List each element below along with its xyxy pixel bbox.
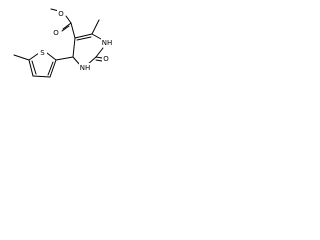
bond-c4-thiophene bbox=[55, 56, 74, 61]
bond-thiophene-c5-s bbox=[28, 52, 40, 61]
o-methoxy-label: O bbox=[58, 10, 64, 18]
bond-c2-o bbox=[95, 56, 103, 59]
bond-thiophene-c3-c4 bbox=[32, 75, 51, 78]
o-urea-label: O bbox=[103, 55, 109, 63]
n-top-bg bbox=[101, 38, 114, 47]
bond-thiophene-s-c2 bbox=[46, 52, 57, 61]
bond-c6-n1 bbox=[91, 33, 102, 40]
bond-thiophene-c4-c5-double bbox=[31, 60, 37, 75]
o-urea-bg bbox=[102, 54, 110, 62]
n-bottom-bg bbox=[79, 63, 92, 72]
o-methoxy-bg bbox=[57, 9, 65, 17]
bond-thiophene-c2-c3 bbox=[49, 59, 57, 78]
bond-thiophene-methyl bbox=[13, 54, 30, 61]
n-top-label: NH bbox=[102, 39, 113, 47]
s-thiophene-bg bbox=[38, 48, 47, 57]
bond-carbonyl-co-a bbox=[62, 22, 72, 30]
o-carbonyl-bg bbox=[52, 28, 60, 36]
n-bottom-label: NH bbox=[80, 64, 91, 72]
bond-carbonyl-co-b bbox=[61, 25, 70, 32]
bond-n1-c2 bbox=[95, 47, 104, 58]
bond-c2-o-double bbox=[95, 59, 103, 62]
o-carbonyl-label: O bbox=[53, 29, 59, 37]
bond-o-carbonyl-c bbox=[65, 15, 72, 24]
bond-thiophene-c2-c3-double bbox=[47, 61, 54, 76]
bond-c5-c6 bbox=[74, 33, 93, 39]
bond-carbonyl-ring bbox=[70, 22, 76, 39]
molecule-structure-diagram: O O NH NH O S bbox=[13, 8, 114, 78]
bond-c5-c6-double bbox=[76, 36, 92, 41]
bond-n3-c4 bbox=[72, 56, 81, 66]
bond-c4-c5 bbox=[72, 37, 76, 58]
bond-c6-methyl bbox=[91, 19, 100, 35]
s-thiophene-label: S bbox=[40, 49, 45, 57]
bond-thiophene-c4-c5 bbox=[28, 59, 34, 77]
